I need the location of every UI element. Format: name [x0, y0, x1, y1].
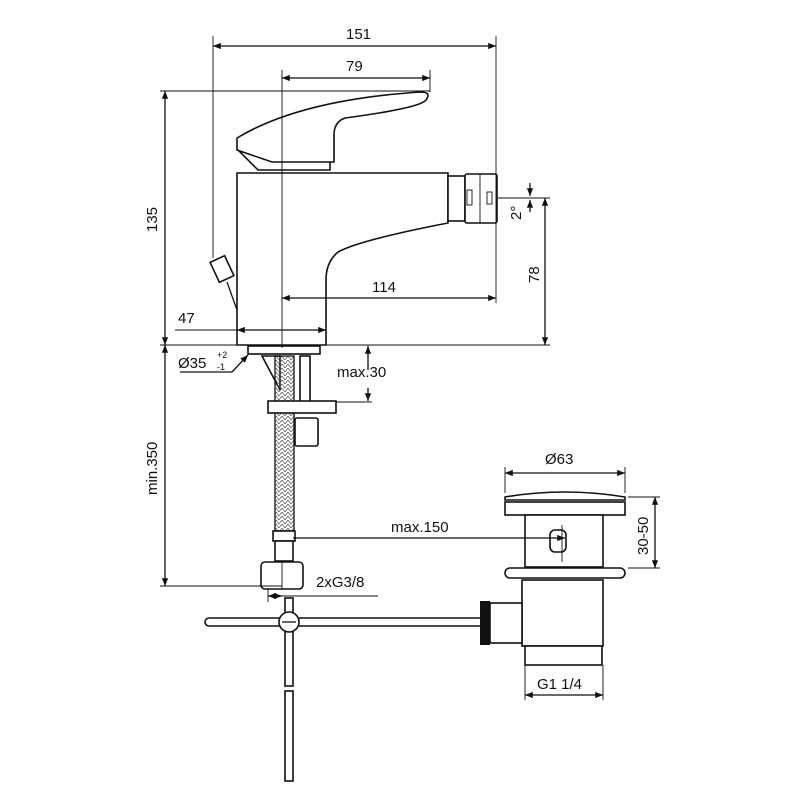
dim-spout-height: 78 — [526, 266, 543, 283]
dim-spray-angle: 2° — [508, 206, 525, 220]
dim-waste-diameter: Ø63 — [545, 451, 573, 468]
dim-waste-height: 30-50 — [635, 517, 652, 555]
dim-rod-length: max.150 — [391, 519, 449, 536]
dim-overall-width: 151 — [346, 26, 371, 43]
pop-up-rod — [209, 254, 238, 311]
dim-deck-thickness: max.30 — [337, 364, 386, 381]
pop-up-linkage — [204, 597, 484, 782]
dim-base-width: 47 — [178, 310, 195, 327]
faucet-body — [209, 91, 498, 355]
dim-inlet-thread: 2xG3/8 — [316, 574, 364, 591]
dim-overall-height: 135 — [144, 207, 161, 232]
waste-valve — [480, 491, 626, 666]
dim-hole-tol-minus: -1 — [217, 362, 225, 372]
dimension-lines — [160, 36, 660, 700]
dim-spout-reach: 114 — [372, 279, 396, 296]
dim-handle-length: 79 — [346, 58, 363, 75]
dim-hose-length: min.350 — [144, 442, 161, 495]
dim-hole-tol-plus: +2 — [217, 350, 227, 360]
dim-hole-diameter: Ø35 — [178, 355, 206, 372]
mounting-assembly — [260, 355, 337, 590]
dim-waste-thread: G1 1/4 — [537, 676, 582, 693]
